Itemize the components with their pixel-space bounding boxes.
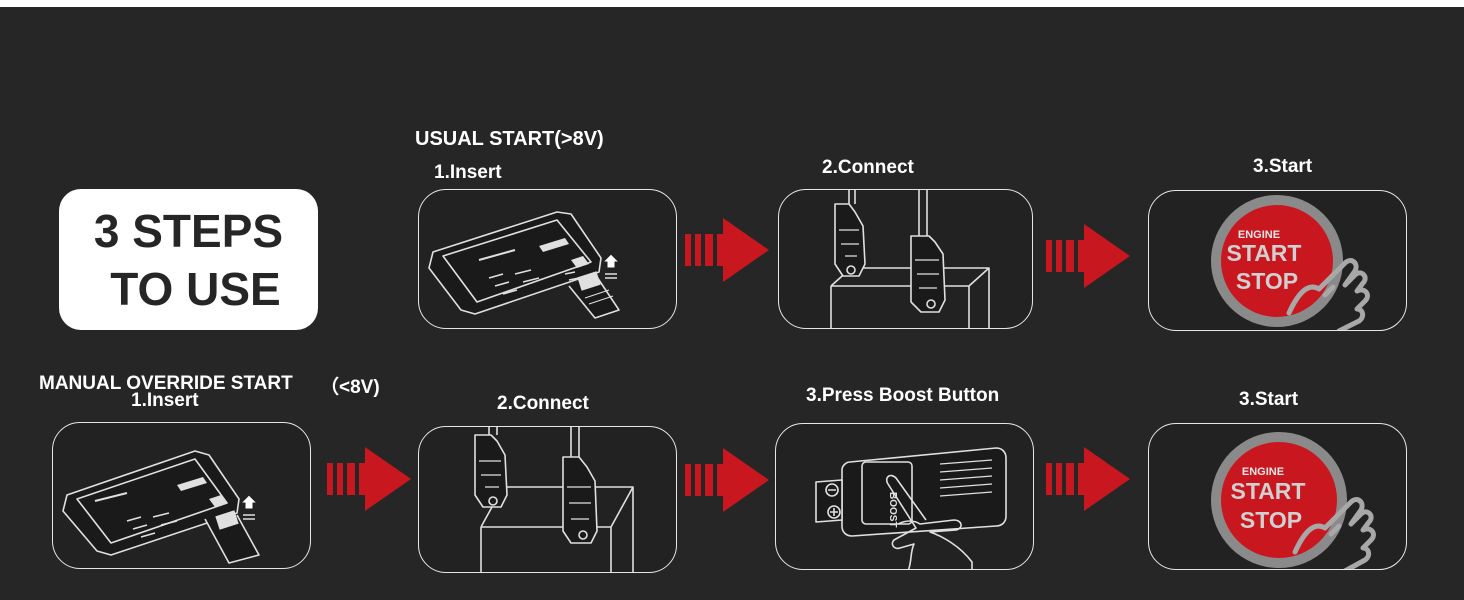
- usual-step-1-label: 1.Insert: [434, 162, 502, 183]
- right-arrow-icon: [1046, 447, 1130, 511]
- manual-step-3-label: 3.Press Boost Button: [806, 385, 1000, 406]
- right-arrow-icon: [685, 218, 769, 282]
- manual-step-1-label: 1.Insert: [131, 390, 199, 411]
- right-arrow-icon: [1046, 224, 1130, 288]
- headline-line-1: 3 STEPS: [93, 204, 284, 257]
- manual-insert-panel: [52, 422, 311, 569]
- headline-line-2: TO USE: [110, 262, 281, 315]
- hand-pointer-icon: [1292, 497, 1376, 569]
- usual-insert-panel: [418, 189, 677, 329]
- manual-connect-panel: [418, 426, 677, 573]
- manual-start-title: MANUAL OVERRIDE START: [39, 373, 293, 394]
- battery-clamps-icon: [474, 427, 634, 572]
- manual-step-4-label: 3.Start: [1239, 389, 1299, 410]
- usual-start-panel: ENGINE START STOP: [1148, 190, 1407, 331]
- boost-button-icon: BOOST: [815, 447, 1007, 569]
- engine-start-stop-button-icon: ENGINE START STOP: [1211, 195, 1370, 330]
- right-arrow-icon: [685, 448, 769, 512]
- boost-text: BOOST: [887, 492, 898, 528]
- usual-start-title: USUAL START(>8V): [415, 128, 604, 150]
- battery-clamps-icon: [830, 190, 990, 328]
- stop-text: STOP: [1236, 268, 1298, 294]
- usual-connect-panel: [778, 189, 1033, 329]
- manual-start-panel: ENGINE START STOP: [1148, 423, 1407, 570]
- manual-step-2-label: 2.Connect: [497, 393, 589, 414]
- manual-boost-panel: BOOST: [775, 423, 1034, 570]
- start-text: START: [1231, 478, 1306, 504]
- top-border: [0, 0, 1464, 7]
- manual-start-condition: （<8V): [320, 377, 380, 398]
- right-arrow-icon: [327, 447, 411, 511]
- usual-step-3-label: 3.Start: [1253, 156, 1313, 177]
- hand-pointer-icon: [1286, 258, 1370, 330]
- jump-starter-icon: [428, 211, 620, 319]
- engine-start-stop-button-icon: ENGINE START STOP: [1211, 432, 1376, 569]
- engine-text: ENGINE: [1242, 466, 1284, 478]
- engine-text: ENGINE: [1238, 229, 1280, 241]
- usual-step-2-label: 2.Connect: [822, 157, 914, 178]
- start-text: START: [1227, 240, 1302, 266]
- headline-badge: 3 STEPS TO USE: [59, 189, 318, 330]
- jump-starter-icon: [62, 450, 260, 564]
- stop-text: STOP: [1240, 507, 1302, 533]
